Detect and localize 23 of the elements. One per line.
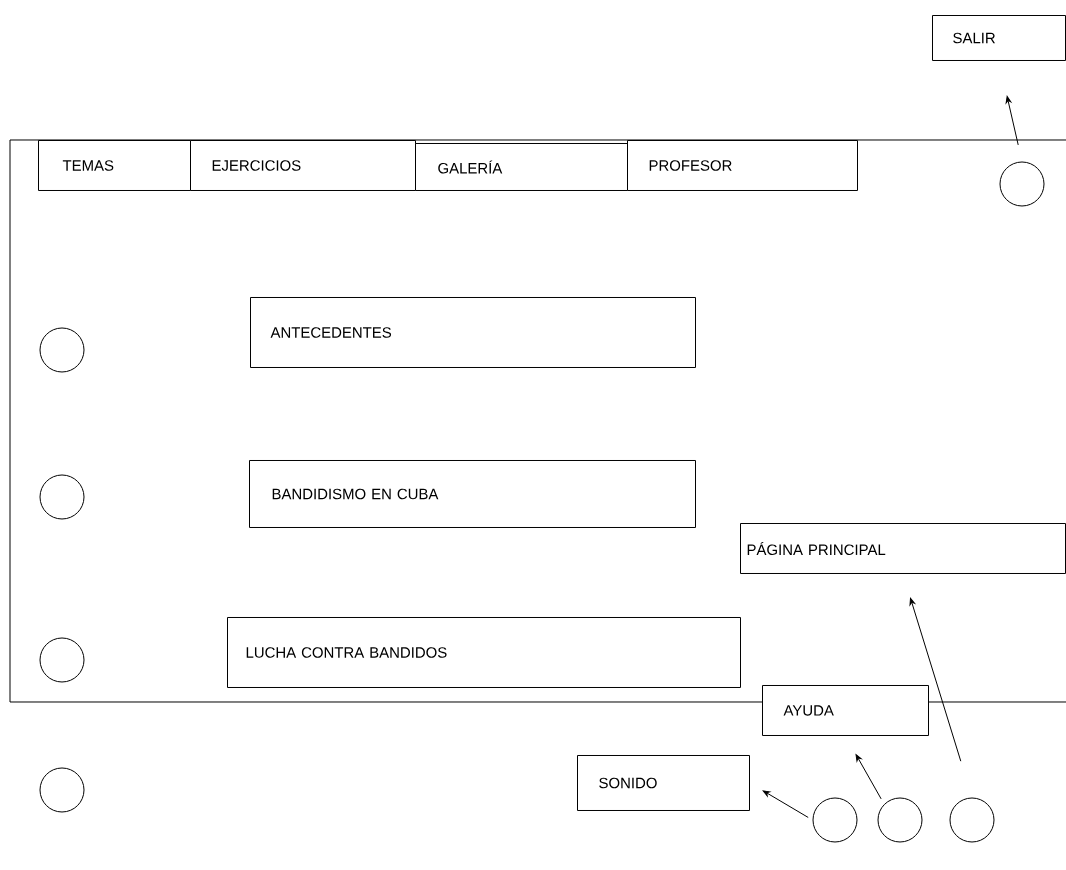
arrow [1005,95,1019,146]
menu-box: LUCHA CONTRA BANDIDOS [227,617,741,688]
button-circle [949,797,995,843]
arrow [855,754,882,800]
arrow [909,597,962,762]
button-circle [39,637,85,683]
arrow [762,790,809,818]
menu-box: PÁGINA PRINCIPAL [740,523,1066,574]
menu-box: BANDIDISMO EN CUBA [249,460,696,528]
menu-box: SONIDO [577,755,750,811]
menu-box: AYUDA [762,685,929,736]
menu-box: ANTECEDENTES [250,297,696,368]
menu-box: PROFESOR [627,140,858,191]
menu-box: EJERCICIOS [190,140,416,191]
menu-box: SALIR [932,15,1066,61]
button-circle [812,797,858,843]
menu-box: TEMAS [38,140,191,191]
button-circle [39,767,85,813]
button-circle [999,161,1045,207]
button-circle [39,474,85,520]
button-circle [877,797,923,843]
button-circle [39,327,85,373]
menu-box: GALERÍA [415,143,628,191]
